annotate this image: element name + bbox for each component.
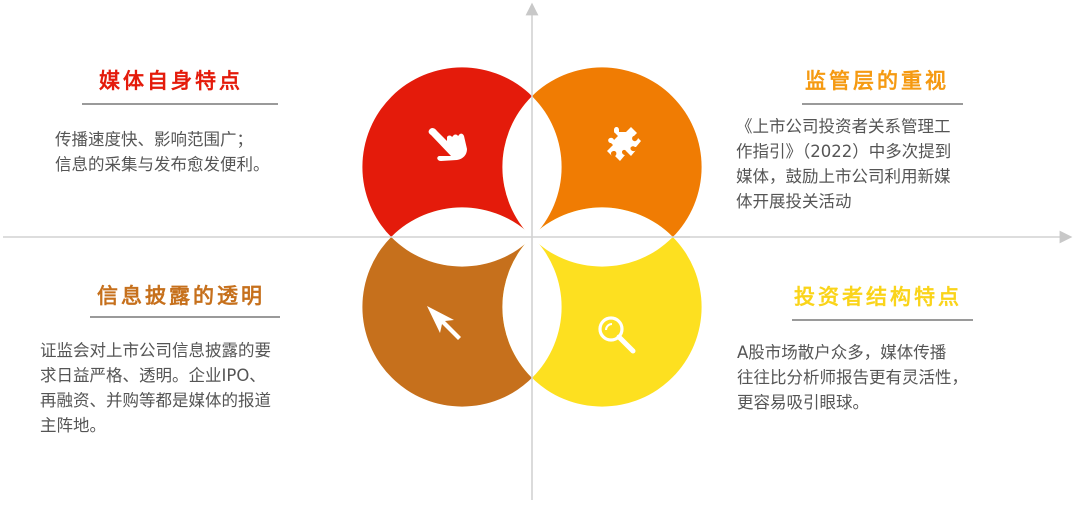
- title-underline: [90, 316, 280, 318]
- title-disclosure-transparency: 信息披露的透明: [97, 284, 265, 308]
- title-underline: [792, 319, 973, 321]
- title-investor-structure: 投资者结构特点: [794, 285, 962, 309]
- title-underline: [82, 103, 278, 105]
- description-line: 体开展投关活动: [736, 192, 852, 211]
- title-media-characteristics: 媒体自身特点: [99, 69, 243, 93]
- description-line: 作指引》（2022）中多次提到: [736, 142, 952, 161]
- cursor-arrow-icon: [427, 306, 461, 340]
- description-line: 往往比分析师报告更有灵活性，: [737, 368, 968, 387]
- description-line: 更容易吸引眼球。: [737, 393, 869, 412]
- description-line: 《上市公司投资者关系管理工: [736, 117, 951, 136]
- quadrant-circle-top-left: [362, 67, 562, 267]
- description-line: 求日益严格、透明。企业IPO、: [40, 366, 266, 385]
- description-regulatory-attention: 《上市公司投资者关系管理工 作指引》（2022）中多次提到 媒体，鼓励上市公司利…: [736, 114, 951, 214]
- title-regulatory-attention: 监管层的重视: [805, 69, 949, 93]
- quadrant-circle-top-right: [502, 67, 702, 267]
- description-media-characteristics: 传播速度快、影响范围广； 信息的采集与发布愈发便利。: [55, 127, 270, 177]
- description-investor-structure: A股市场散户众多，媒体传播 往往比分析师报告更有灵活性， 更容易吸引眼球。: [737, 340, 968, 415]
- description-line: 传播速度快、影响范围广；: [55, 130, 253, 149]
- description-line: A股市场散户众多，媒体传播: [737, 343, 947, 362]
- title-underline: [802, 103, 963, 105]
- description-line: 媒体，鼓励上市公司利用新媒: [736, 167, 951, 186]
- description-line: 信息的采集与发布愈发便利。: [55, 155, 270, 174]
- magnifier-icon: [598, 316, 636, 354]
- description-disclosure-transparency: 证监会对上市公司信息披露的要 求日益严格、透明。企业IPO、 再融资、并购等都是…: [40, 338, 271, 438]
- description-line: 主阵地。: [40, 416, 106, 435]
- quadrant-circle-bottom-right: [502, 207, 702, 407]
- description-line: 再融资、并购等都是媒体的报道: [40, 391, 271, 410]
- quadrant-circle-bottom-left: [362, 207, 562, 407]
- pointing-hand-icon: [428, 127, 467, 161]
- description-line: 证监会对上市公司信息披露的要: [40, 341, 271, 360]
- puzzle-piece-icon: [607, 127, 641, 161]
